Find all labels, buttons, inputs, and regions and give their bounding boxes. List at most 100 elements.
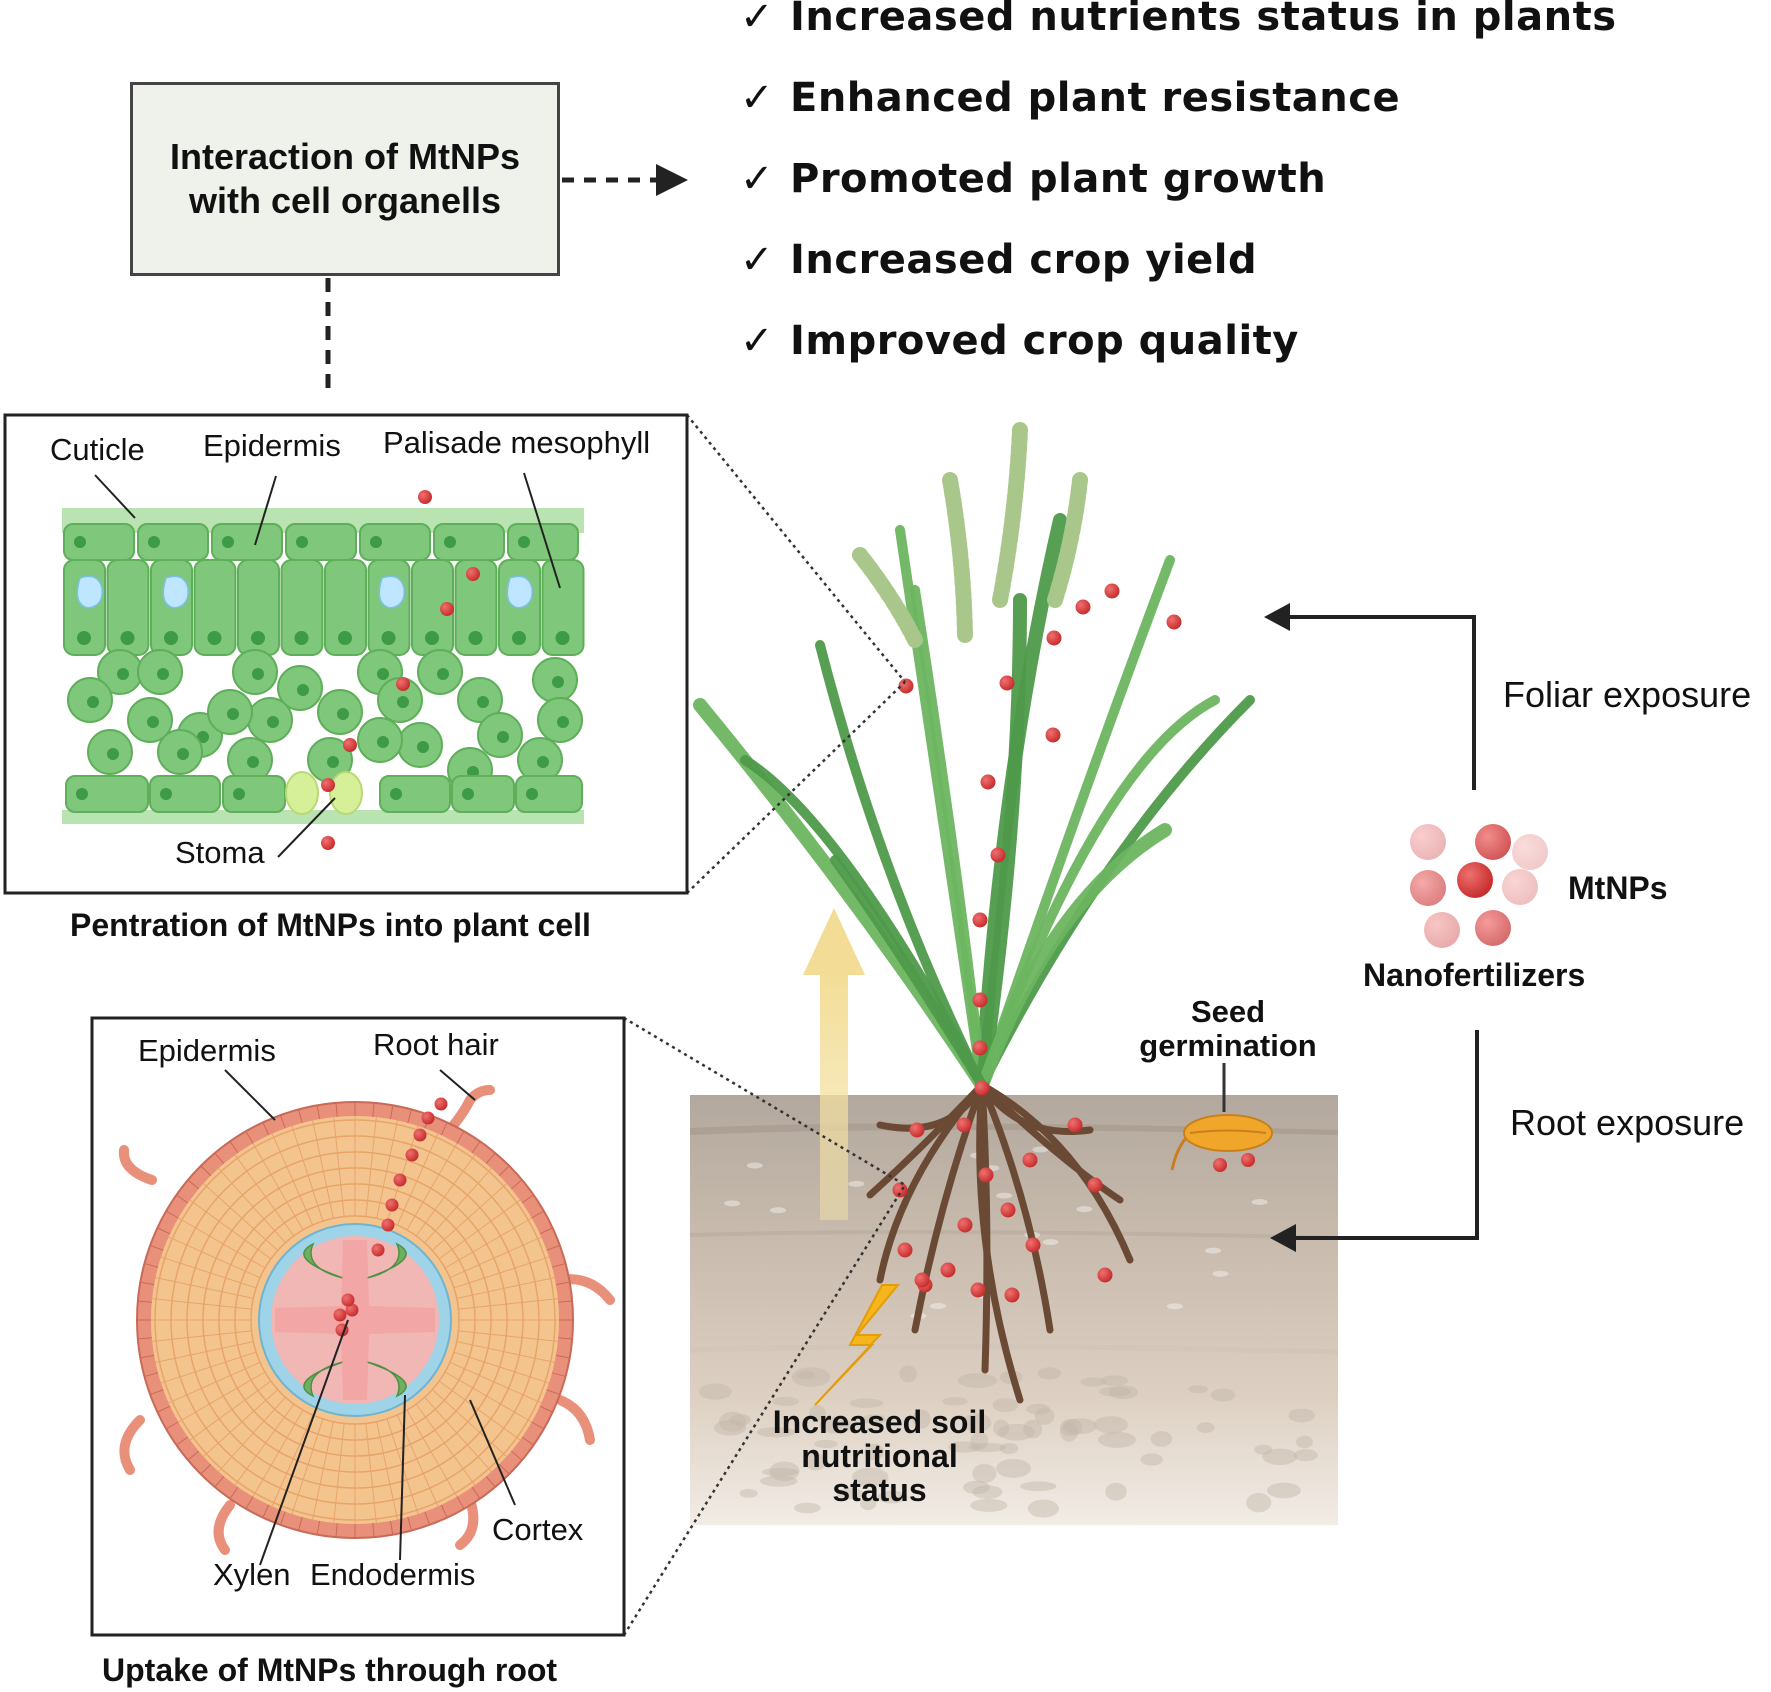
cell-nucleus xyxy=(444,536,456,548)
cell-nucleus xyxy=(74,536,86,548)
epidermis-cell-wall xyxy=(389,1105,394,1120)
lower-epidermis-cell xyxy=(65,775,149,813)
epidermis-cell-wall xyxy=(200,1165,212,1177)
epidermis-cell-wall xyxy=(424,1511,431,1526)
pebble xyxy=(1093,1416,1128,1434)
epidermis-cell-wall xyxy=(372,1523,375,1538)
pebble xyxy=(1166,1303,1183,1310)
cell-nucleus xyxy=(117,668,129,680)
nanoparticle xyxy=(980,774,996,790)
nanoparticle xyxy=(1025,1237,1041,1253)
label-cortex: Cortex xyxy=(492,1512,584,1547)
nanoparticle xyxy=(1097,1267,1113,1283)
epidermis-cell-wall xyxy=(214,1152,225,1165)
phloem-bundle xyxy=(366,1242,407,1279)
pebble xyxy=(746,1162,763,1169)
pebble xyxy=(1023,1419,1043,1439)
cell-nucleus xyxy=(377,668,389,680)
cortex-cell-wall xyxy=(415,1403,476,1486)
benefit-text: Increased nutrients status in plants xyxy=(790,0,1617,40)
epidermis-cell-wall xyxy=(229,1486,239,1499)
nanoparticle xyxy=(956,1117,972,1133)
nanoparticle xyxy=(405,1148,419,1162)
vacuole xyxy=(162,575,189,609)
leader-line xyxy=(224,1069,276,1121)
pebble xyxy=(972,1463,997,1484)
nanoparticle xyxy=(343,738,357,752)
nanoparticle xyxy=(972,1040,988,1056)
pebble xyxy=(996,1192,1013,1199)
plant-leaf xyxy=(740,755,987,1090)
pebble xyxy=(1032,1146,1049,1153)
palisade-cell xyxy=(324,559,367,656)
epidermis-cell-wall xyxy=(176,1194,189,1204)
pebble xyxy=(1020,1481,1057,1492)
pebble xyxy=(772,1396,800,1406)
pebble xyxy=(724,1200,741,1207)
pebble xyxy=(848,1180,865,1187)
pebble xyxy=(793,1502,821,1514)
pebble xyxy=(836,1488,864,1500)
label-cuticle: Cuticle xyxy=(50,432,145,467)
foliar-exposure-arrow xyxy=(1264,603,1476,790)
grain-spike xyxy=(992,422,1028,608)
cell-nucleus xyxy=(338,631,352,645)
root-exposure-arrow xyxy=(1270,1030,1479,1252)
cortex-cell-wall xyxy=(203,1389,279,1457)
benefit-text: Enhanced plant resistance xyxy=(790,75,1401,121)
epidermis-cell-wall xyxy=(546,1389,561,1396)
cortex-cell-wall xyxy=(449,1361,542,1404)
leader-line xyxy=(277,797,336,858)
nanoparticle xyxy=(1502,869,1538,905)
epidermis-cell-wall xyxy=(316,1105,321,1120)
cell-nucleus xyxy=(537,756,549,768)
root-hair xyxy=(118,1145,157,1185)
pebble xyxy=(1262,1448,1298,1465)
check-icon: ✓ xyxy=(740,237,775,283)
nanoparticle xyxy=(434,1097,448,1111)
epidermis-cell-wall xyxy=(157,1227,171,1235)
plant-root xyxy=(876,1081,986,1132)
root-hair xyxy=(119,1415,145,1475)
nanoparticle xyxy=(381,1218,395,1232)
epidermis-cell-wall xyxy=(531,1210,545,1219)
cortex-cell-wall xyxy=(152,1298,252,1310)
epidermis-cell-wall xyxy=(144,1372,159,1377)
epidermis-cell-wall xyxy=(539,1227,553,1235)
nanoparticle xyxy=(396,677,410,691)
epidermis-cell-wall xyxy=(140,1281,155,1286)
cell-nucleus xyxy=(297,684,309,696)
pebble xyxy=(859,1497,877,1511)
nanoparticle xyxy=(321,836,335,850)
cell-nucleus xyxy=(207,631,222,645)
cortex-cell-wall xyxy=(456,1277,555,1299)
pebble xyxy=(769,1461,800,1482)
epidermis-cell-wall xyxy=(214,1475,225,1488)
plant-root xyxy=(976,1081,1024,1404)
epidermis-cell-wall xyxy=(187,1450,200,1461)
cortex-cell-wall xyxy=(424,1396,492,1472)
benefit-text: Improved crop quality xyxy=(790,318,1299,364)
pebble xyxy=(1288,1408,1316,1423)
lower-cuticle xyxy=(62,810,584,824)
palisade-cell xyxy=(454,559,498,656)
epidermis-cell-wall xyxy=(558,1300,573,1303)
nanoparticle xyxy=(345,1303,359,1317)
cell-nucleus xyxy=(518,536,530,548)
mtnps-cluster-icon xyxy=(1410,824,1548,948)
epidermis-cell-wall xyxy=(498,1463,510,1475)
epidermis-cell-wall xyxy=(546,1244,561,1251)
nanoparticle xyxy=(898,678,914,694)
nanoparticle xyxy=(909,1122,925,1138)
cortex-cell-wall xyxy=(458,1298,558,1310)
cell-nucleus xyxy=(557,716,569,728)
grain-spike xyxy=(1047,472,1088,608)
cortex-cell-wall xyxy=(438,1380,521,1441)
guard-cell xyxy=(285,771,319,815)
pebble xyxy=(809,1404,826,1421)
pebble xyxy=(1293,1449,1318,1462)
zoom-line xyxy=(623,1016,906,1187)
cell-nucleus xyxy=(296,536,308,548)
epidermis-cell-wall xyxy=(510,1179,523,1190)
cell-nucleus xyxy=(160,788,172,800)
